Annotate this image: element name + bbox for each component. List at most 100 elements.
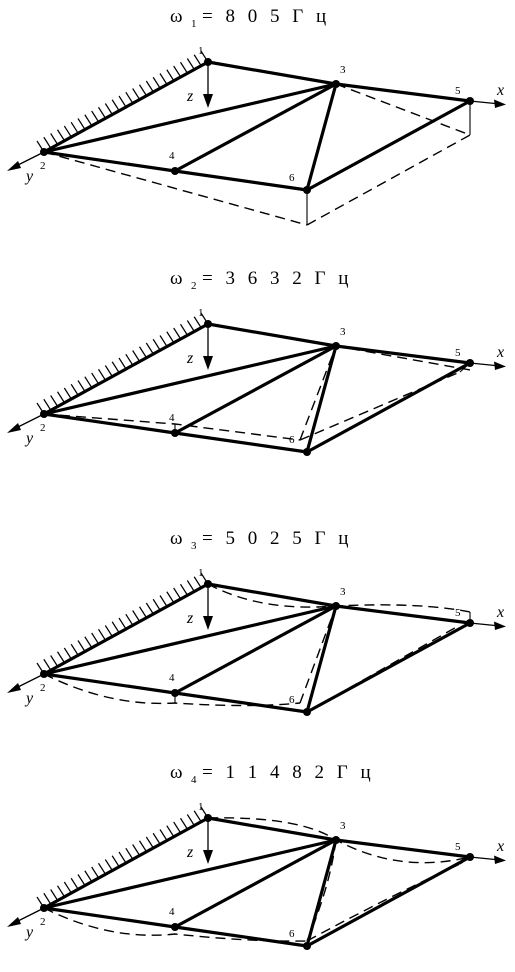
node-label: 3 [340, 64, 346, 76]
node-6-marker [303, 708, 311, 716]
z-axis-label: z [186, 350, 194, 367]
element-edge-5-6 [305, 621, 472, 714]
element-edge-2-3 [42, 604, 338, 676]
node-2-marker [40, 904, 48, 912]
coordinate-axes: x y z [7, 62, 506, 185]
node-label: 6 [289, 434, 295, 446]
element-edge-6-3 [305, 604, 338, 714]
finite-element-mesh [42, 60, 472, 192]
clamped-edge-hatching [36, 50, 209, 153]
clamped-edge-hatching [36, 572, 209, 675]
node-label: 4 [169, 412, 175, 424]
node-2-marker [40, 148, 48, 156]
node-label: 4 [169, 150, 175, 162]
element-edge-3-5 [334, 604, 472, 625]
element-edge-2-3 [42, 838, 338, 910]
node-label: 1 [198, 45, 204, 57]
z-axis-arrow-icon [203, 356, 213, 370]
z-axis-arrow-icon [203, 94, 213, 108]
node-label: 2 [40, 916, 46, 928]
node-4-marker [171, 923, 179, 931]
z-axis-label: z [186, 610, 194, 627]
omega-symbol: ω [170, 6, 187, 27]
node-label: 1 [198, 567, 204, 579]
element-edge-1-2 [42, 816, 210, 910]
element-edge-1-3 [206, 816, 338, 842]
element-edge-4-6 [173, 691, 309, 714]
node-4-marker [171, 689, 179, 697]
node-label: 5 [455, 85, 461, 97]
node-5-marker [466, 359, 474, 367]
omega-symbol: ω [170, 762, 187, 783]
node-1-marker [204, 580, 212, 588]
node-6-marker [303, 942, 311, 950]
node-5-marker [466, 619, 474, 627]
node-4-marker [171, 167, 179, 175]
element-edge-1-2 [42, 60, 210, 154]
element-edge-2-4 [42, 906, 177, 929]
mode-index: 1 [191, 18, 197, 30]
node-3-marker [332, 342, 340, 350]
node-label: 3 [340, 820, 346, 832]
frequency-value: = 5 0 2 5 Г ц [202, 528, 352, 549]
element-edge-2-3 [42, 82, 338, 154]
node-label: 2 [40, 422, 46, 434]
node-label: 6 [289, 694, 295, 706]
element-edge-4-6 [173, 431, 309, 454]
element-edge-4-6 [173, 925, 309, 948]
node-5-marker [466, 853, 474, 861]
coordinate-axes: xyz [7, 818, 506, 941]
element-edge-2-4 [42, 672, 177, 695]
element-edge-2-3 [42, 344, 338, 416]
y-axis-arrow-icon [7, 917, 21, 927]
element-edge-3-5 [334, 838, 472, 859]
y-axis-label: y [24, 168, 34, 185]
node-label: 1 [198, 801, 204, 813]
coordinate-axes: xyz [7, 324, 506, 447]
element-edge-5-6 [305, 99, 472, 192]
x-axis-arrow-icon [494, 361, 506, 370]
y-axis-arrow-icon [7, 423, 21, 433]
x-axis-label: x [496, 604, 504, 621]
node-label: 4 [169, 906, 175, 918]
node-label: 1 [198, 307, 204, 319]
element-edge-5-6 [305, 855, 472, 948]
element-edge-4-3 [173, 82, 338, 173]
x-axis-arrow-icon [494, 621, 506, 630]
element-edge-6-3 [305, 838, 338, 948]
node-1-marker [204, 58, 212, 66]
node-4-marker [171, 429, 179, 437]
frequency-value: = 1 1 4 8 2 Г ц [202, 762, 375, 783]
element-edge-1-2 [42, 582, 210, 676]
node-label: 5 [455, 347, 461, 359]
element-edge-2-4 [42, 412, 177, 435]
element-edge-3-5 [334, 344, 472, 365]
node-3-marker [332, 836, 340, 844]
deformed-shape [43, 817, 471, 942]
node-3-marker [332, 602, 340, 610]
z-axis-label: z [186, 88, 194, 105]
node-2-marker [40, 670, 48, 678]
y-axis-label: y [24, 924, 34, 941]
element-edge-6-3 [305, 82, 338, 192]
element-edge-4-6 [173, 169, 309, 192]
node-label: 3 [340, 586, 346, 598]
finite-element-mesh [42, 582, 472, 714]
frequency-value: = 8 0 5 Г ц [202, 6, 330, 27]
z-axis-arrow-icon [203, 616, 213, 630]
node-label: 5 [455, 841, 461, 853]
element-edge-1-3 [206, 582, 338, 608]
node-label: 5 [455, 607, 461, 619]
element-edge-1-3 [206, 60, 338, 86]
x-axis-label: x [496, 82, 504, 99]
finite-element-mesh [42, 322, 472, 454]
